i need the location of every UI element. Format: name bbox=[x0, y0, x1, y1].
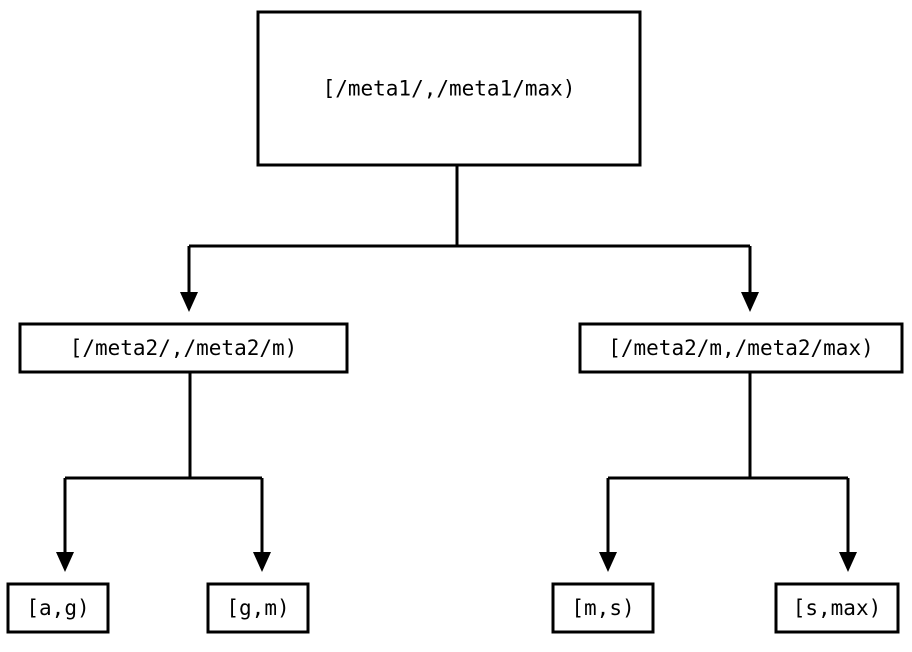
arrow-down-icon bbox=[56, 552, 74, 572]
node-mid-left[interactable]: [/meta2/,/meta2/m) bbox=[18, 322, 349, 374]
node-label-root: [/meta1/,/meta1/max) bbox=[323, 77, 576, 101]
connector-mid-left bbox=[56, 373, 271, 572]
node-label-leaf-3: [m,s) bbox=[571, 596, 634, 620]
node-mid-right[interactable]: [/meta2/m,/meta2/max) bbox=[578, 322, 904, 374]
node-label-leaf-2: [g,m) bbox=[226, 596, 289, 620]
node-label-mid-left: [/meta2/,/meta2/m) bbox=[70, 336, 298, 360]
node-label-leaf-1: [a,g) bbox=[26, 596, 89, 620]
arrow-down-icon bbox=[599, 552, 617, 572]
node-label-mid-right: [/meta2/m,/meta2/max) bbox=[608, 336, 874, 360]
node-root[interactable]: [/meta1/,/meta1/max) bbox=[256, 10, 642, 167]
node-leaf-3[interactable]: [m,s) bbox=[551, 582, 655, 634]
node-box-leaf-1[interactable] bbox=[6, 582, 110, 634]
arrow-down-icon bbox=[253, 552, 271, 572]
edges-layer bbox=[56, 166, 857, 572]
node-box-leaf-4[interactable] bbox=[774, 582, 900, 634]
node-box-root[interactable] bbox=[256, 10, 642, 167]
arrow-down-icon bbox=[180, 292, 198, 312]
node-label-leaf-4: [s,max) bbox=[793, 596, 882, 620]
nodes-layer: [/meta1/,/meta1/max) [/meta2/,/meta2/m) [/… bbox=[6, 10, 904, 634]
arrow-down-icon bbox=[741, 292, 759, 312]
node-leaf-4[interactable]: [s,max) bbox=[774, 582, 900, 634]
node-box-leaf-3[interactable] bbox=[551, 582, 655, 634]
arrow-down-icon bbox=[839, 552, 857, 572]
node-box-leaf-2[interactable] bbox=[206, 582, 310, 634]
node-leaf-1[interactable]: [a,g) bbox=[6, 582, 110, 634]
connector-root bbox=[180, 166, 759, 312]
node-leaf-2[interactable]: [g,m) bbox=[206, 582, 310, 634]
node-box-mid-left[interactable] bbox=[18, 322, 349, 374]
node-box-mid-right[interactable] bbox=[578, 322, 904, 374]
connector-mid-right bbox=[599, 373, 857, 572]
